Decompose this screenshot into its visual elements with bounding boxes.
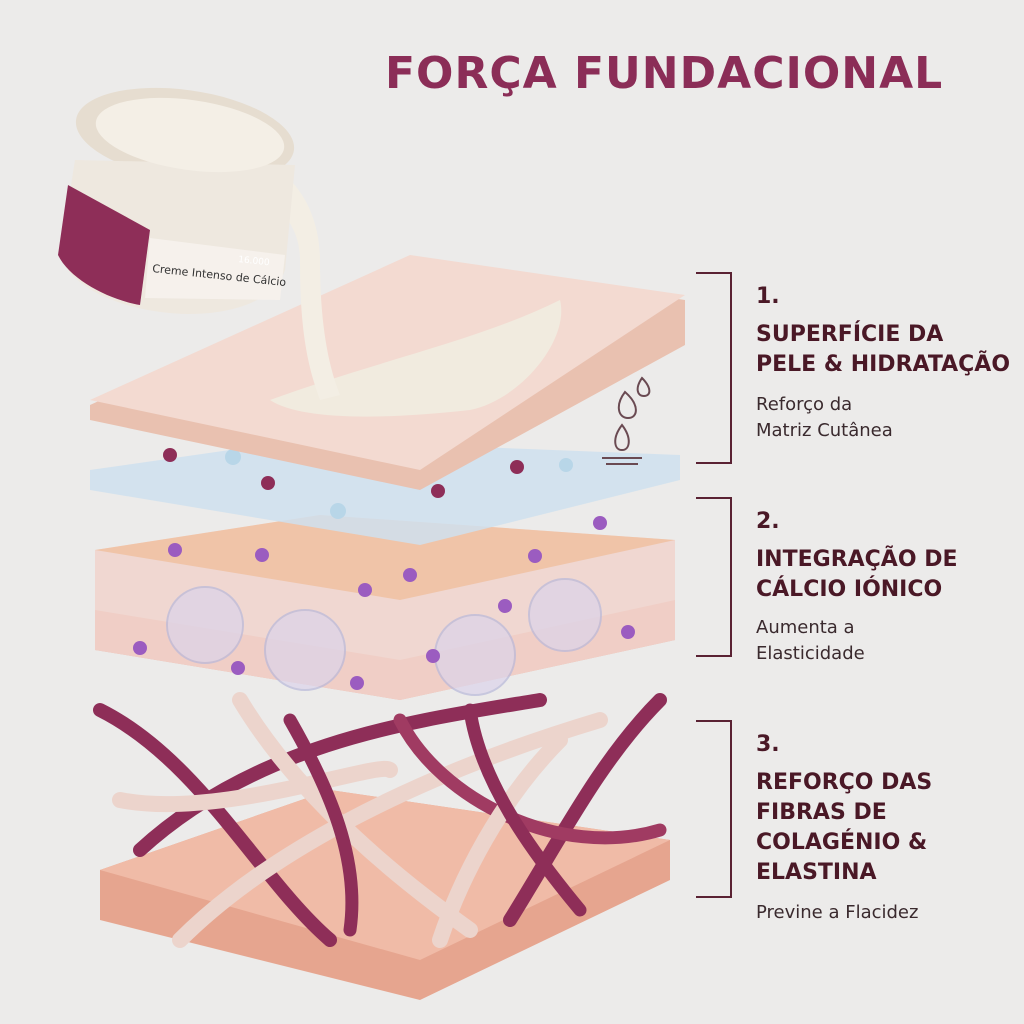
page-title: FORÇA FUNDACIONAL	[385, 48, 944, 99]
cellular-layer	[95, 515, 675, 700]
section-number: 1.	[756, 284, 780, 309]
heading-line: COLAGÉNIO &	[756, 830, 928, 855]
subtitle-line: Elasticidade	[756, 643, 865, 664]
heading-line: PELE & HIDRATAÇÃO	[756, 352, 1011, 377]
section-heading: REFORÇO DAS FIBRAS DE COLAGÉNIO & ELASTI…	[756, 768, 1024, 888]
heading-line: FIBRAS DE	[756, 800, 887, 825]
subtitle-line: Previne a Flacidez	[756, 902, 919, 923]
section-subtitle: Aumenta a Elasticidade	[756, 615, 1016, 667]
section-number: 2.	[756, 509, 780, 534]
heading-line: REFORÇO DAS	[756, 770, 933, 795]
section-heading: SUPERFÍCIE DA PELE & HIDRATAÇÃO	[756, 320, 1024, 380]
subtitle-line: Matriz Cutânea	[756, 420, 893, 441]
heading-line: SUPERFÍCIE DA	[756, 322, 944, 347]
collagen-fibers	[93, 692, 667, 948]
heading-line: CÁLCIO IÓNICO	[756, 577, 943, 602]
cream-jar: Creme Intenso de Cálcio 16.000	[58, 87, 295, 314]
section-number: 3.	[756, 732, 780, 757]
heading-line: INTEGRAÇÃO DE	[756, 547, 958, 572]
section-subtitle: Reforço da Matriz Cutânea	[756, 392, 1016, 444]
heading-line: ELASTINA	[756, 860, 877, 885]
section-heading: INTEGRAÇÃO DE CÁLCIO IÓNICO	[756, 545, 1024, 605]
cream-stream	[200, 156, 340, 400]
section-bracket	[696, 720, 732, 898]
hydration-drop-icon	[602, 423, 642, 465]
section-subtitle: Previne a Flacidez	[756, 900, 1016, 926]
jar-label-price: 16.000	[238, 255, 271, 268]
section-bracket	[696, 272, 732, 464]
epidermis-layer	[90, 255, 685, 490]
subtitle-line: Aumenta a	[756, 617, 855, 638]
hydration-layer	[90, 440, 680, 545]
water-drops-icon	[617, 376, 651, 420]
subtitle-line: Reforço da	[756, 394, 853, 415]
section-bracket	[696, 497, 732, 657]
